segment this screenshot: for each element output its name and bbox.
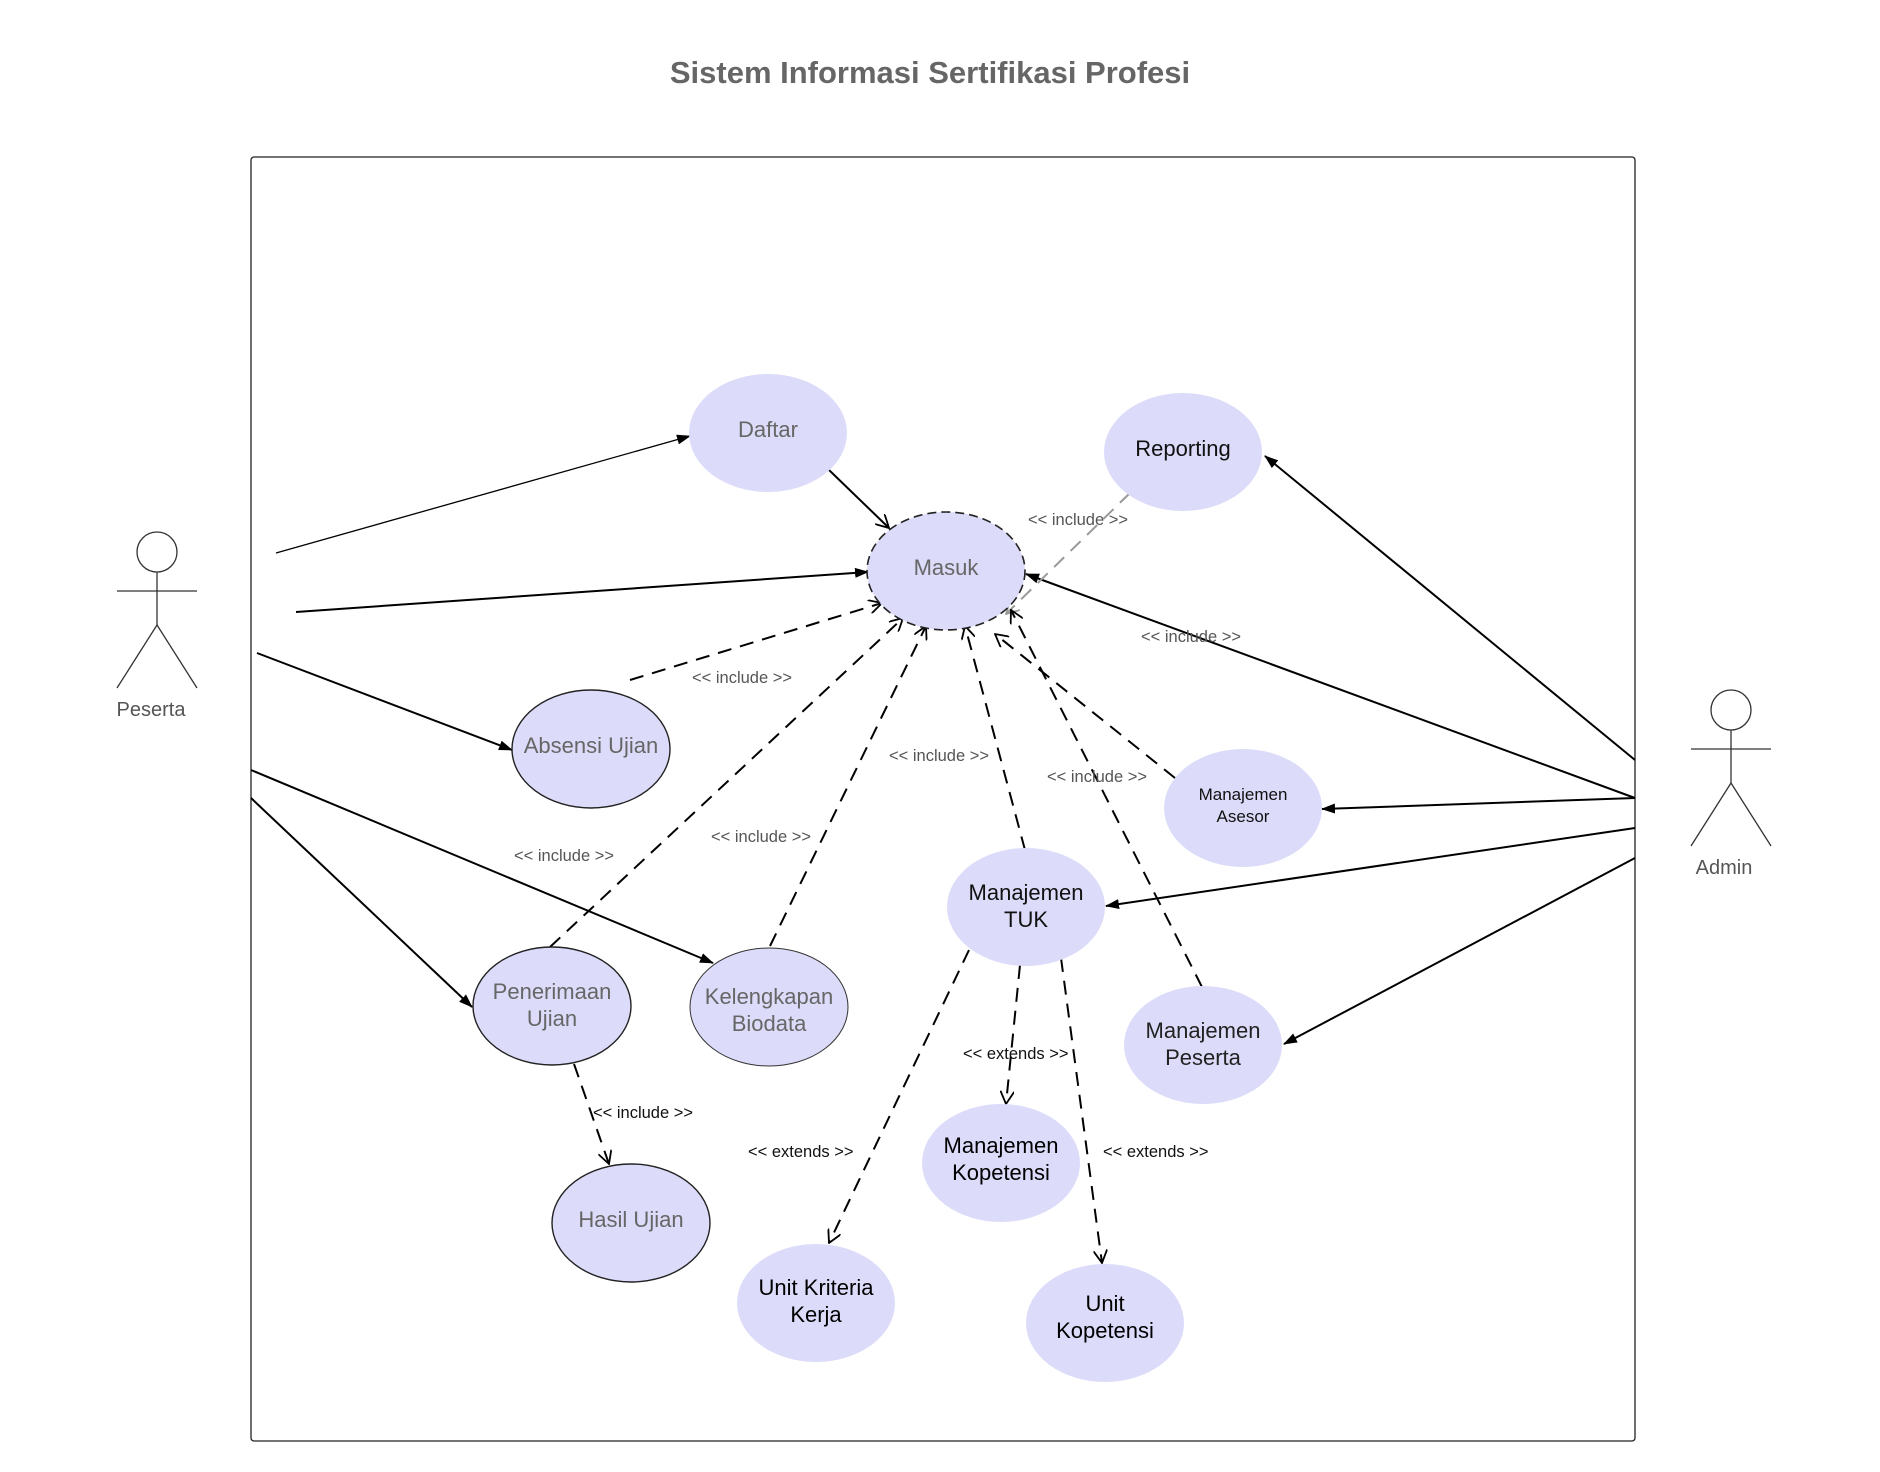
use-cases: Daftar Reporting Masuk Absensi Ujian Man…: [472, 374, 1322, 1382]
usecase-penerimaan-ujian-label-2: Ujian: [527, 1006, 577, 1031]
assoc-admin-masuk: [1025, 573, 1636, 799]
usecase-unit-kriteria-kerja-label-2: Kerja: [790, 1302, 842, 1327]
actor-admin[interactable]: Admin: [1690, 689, 1772, 879]
usecase-manajemen-tuk-label-2: TUK: [1004, 907, 1048, 932]
assoc-admin-reporting: [1264, 455, 1636, 761]
assoc-peserta-masuk: [295, 567, 869, 613]
extends-tuk-uk: [1060, 957, 1102, 1263]
usecase-reporting[interactable]: Reporting: [1104, 393, 1262, 511]
assoc-peserta-daftar: [275, 434, 691, 554]
usecase-manajemen-kopetensi-label-1: Manajemen: [944, 1133, 1059, 1158]
usecase-hasil-ujian-label: Hasil Ujian: [578, 1207, 683, 1232]
usecase-masuk-label: Masuk: [914, 555, 980, 580]
usecase-manajemen-asesor-label-1: Manajemen: [1199, 785, 1288, 804]
relation-labels: << include >> << include >> << include >…: [514, 511, 1241, 1161]
usecase-unit-kopetensi-label-2: Kopetensi: [1056, 1318, 1154, 1343]
label-include-kelengkapan: << include >>: [711, 828, 811, 846]
usecase-manajemen-kopetensi-label-2: Kopetensi: [952, 1160, 1050, 1185]
assoc-admin-asesor: [1321, 797, 1636, 814]
include-kelengkapan-masuk: [769, 626, 926, 947]
stick-figure-icon: [1690, 689, 1772, 847]
usecase-penerimaan-ujian[interactable]: Penerimaan Ujian: [472, 946, 632, 1066]
usecase-masuk[interactable]: Masuk: [866, 511, 1026, 631]
usecase-manajemen-tuk-label-1: Manajemen: [969, 880, 1084, 905]
assoc-daftar-masuk: [828, 469, 889, 528]
label-extends-ukk: << extends >>: [748, 1143, 854, 1161]
usecase-kelengkapan-biodata-label-1: Kelengkapan: [705, 984, 833, 1009]
usecase-absensi-ujian[interactable]: Absensi Ujian: [511, 689, 671, 809]
usecase-manajemen-peserta[interactable]: Manajemen Peserta: [1124, 986, 1282, 1104]
include-penerimaan-hasil: [573, 1063, 609, 1164]
include-asesor-masuk: [995, 634, 1176, 779]
usecase-manajemen-peserta-label-2: Peserta: [1165, 1045, 1242, 1070]
label-include-hasil: << include >>: [593, 1104, 693, 1122]
diagram-title: Sistem Informasi Sertifikasi Profesi: [670, 55, 1190, 90]
assoc-peserta-kelengkapan: [250, 769, 714, 964]
usecase-unit-kriteria-kerja-label-1: Unit Kriteria: [759, 1275, 875, 1300]
usecase-manajemen-kopetensi[interactable]: Manajemen Kopetensi: [922, 1104, 1080, 1222]
include-absensi-masuk: [629, 603, 882, 681]
usecase-manajemen-asesor[interactable]: Manajemen Asesor: [1164, 749, 1322, 867]
usecase-unit-kopetensi-label-1: Unit: [1085, 1291, 1124, 1316]
include-tuk-masuk: [965, 626, 1026, 851]
label-extends-uk: << extends >>: [1103, 1143, 1209, 1161]
label-include-admin: << include >>: [1141, 628, 1241, 646]
actor-admin-label: Admin: [1696, 857, 1753, 879]
label-include-penerimaan: << include >>: [514, 847, 614, 865]
actor-peserta[interactable]: Peserta: [116, 531, 198, 721]
usecase-unit-kopetensi[interactable]: Unit Kopetensi: [1026, 1264, 1184, 1382]
usecase-kelengkapan-biodata[interactable]: Kelengkapan Biodata: [689, 947, 849, 1067]
label-include-absensi: << include >>: [692, 669, 792, 687]
usecase-manajemen-tuk[interactable]: Manajemen TUK: [947, 848, 1105, 966]
include-penerimaan-masuk: [549, 618, 903, 948]
assoc-peserta-penerimaan: [250, 797, 473, 1008]
assoc-admin-mpeserta: [1283, 857, 1636, 1045]
system-boundary: [250, 156, 1636, 1442]
dependencies: [549, 492, 1203, 1263]
usecase-reporting-label: Reporting: [1135, 436, 1230, 461]
usecase-penerimaan-ujian-label-1: Penerimaan: [493, 979, 612, 1004]
usecase-daftar[interactable]: Daftar: [689, 374, 847, 492]
label-include-asesor: << include >>: [1047, 768, 1147, 786]
label-include-reporting: << include >>: [1028, 511, 1128, 529]
usecase-kelengkapan-biodata-label-2: Biodata: [732, 1011, 807, 1036]
assoc-peserta-absensi: [256, 652, 513, 751]
actor-peserta-label: Peserta: [117, 699, 187, 721]
assoc-admin-tuk: [1105, 827, 1636, 910]
extends-tuk-kopetensi: [1006, 964, 1021, 1104]
usecase-hasil-ujian[interactable]: Hasil Ujian: [551, 1163, 711, 1283]
usecase-manajemen-asesor-label-2: Asesor: [1217, 807, 1270, 826]
extends-tuk-ukk: [829, 949, 970, 1243]
include-reporting-masuk: [1006, 492, 1131, 614]
label-include-tuk: << include >>: [889, 747, 989, 765]
usecase-unit-kriteria-kerja[interactable]: Unit Kriteria Kerja: [737, 1244, 895, 1362]
usecase-absensi-ujian-label: Absensi Ujian: [524, 733, 659, 758]
associations: [250, 434, 1636, 1045]
label-extends-kopetensi: << extends >>: [963, 1045, 1069, 1063]
stick-figure-icon: [116, 531, 198, 689]
usecase-daftar-label: Daftar: [738, 417, 798, 442]
usecase-manajemen-peserta-label-1: Manajemen: [1146, 1018, 1261, 1043]
